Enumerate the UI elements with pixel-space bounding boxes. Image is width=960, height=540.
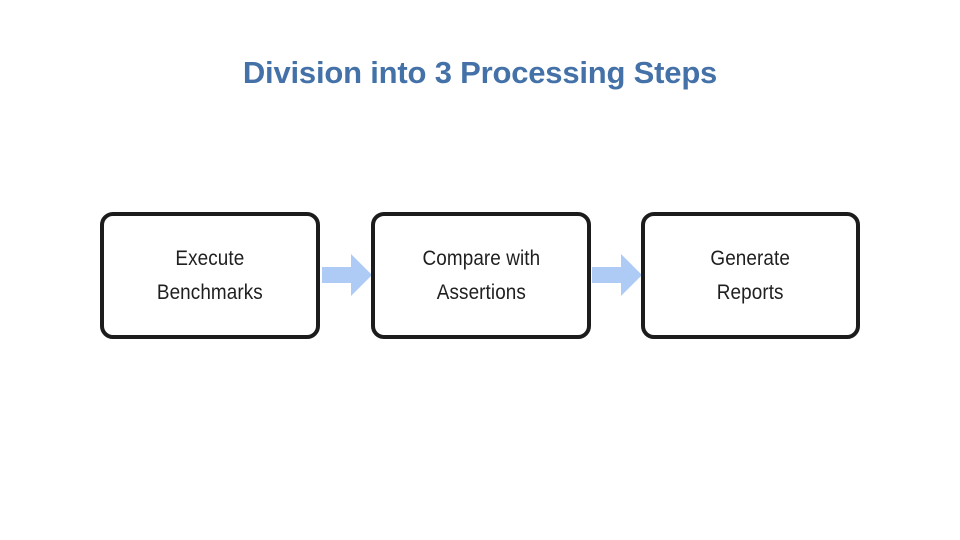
process-step-label-1: Execute Benchmarks bbox=[157, 246, 263, 304]
process-step-box-1[interactable]: Execute Benchmarks bbox=[100, 212, 320, 339]
page-title: Division into 3 Processing Steps bbox=[242, 55, 718, 90]
right-arrow-icon bbox=[322, 254, 372, 296]
process-step-box-2[interactable]: Compare with Assertions bbox=[371, 212, 591, 339]
process-step-label-2: Compare with Assertions bbox=[422, 246, 540, 304]
process-step-box-3[interactable]: Generate Reports bbox=[641, 212, 860, 339]
right-arrow-icon bbox=[592, 254, 642, 296]
process-step-label-3: Generate Reports bbox=[710, 246, 791, 304]
